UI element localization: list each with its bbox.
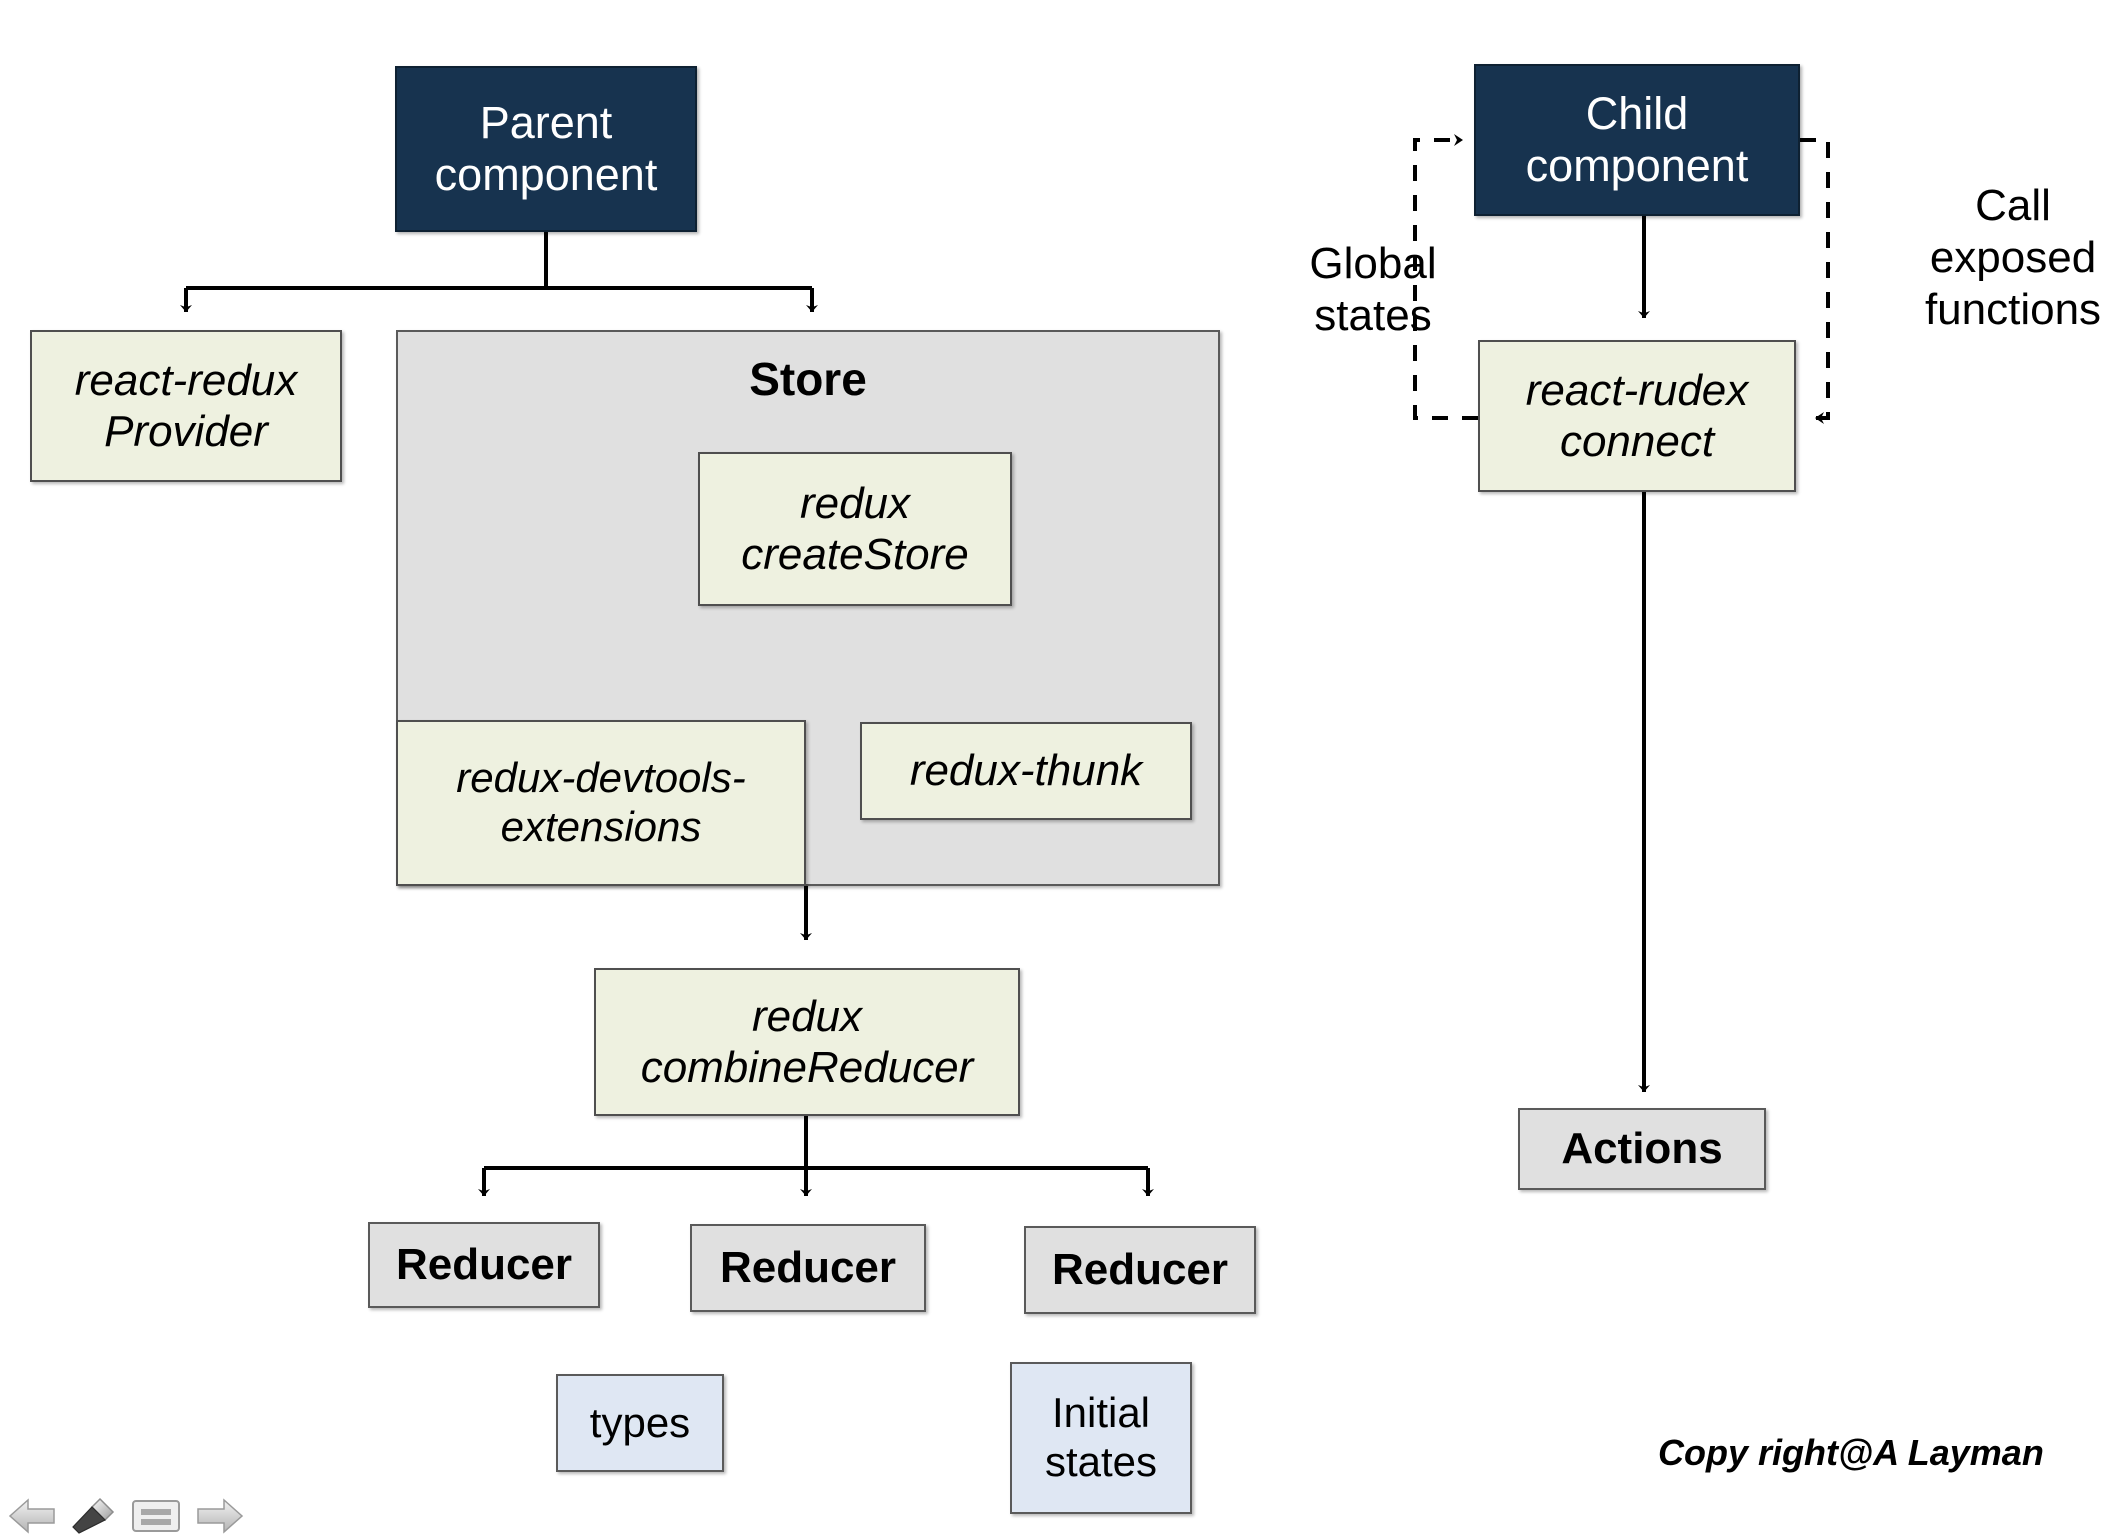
node-react-rudex-connect[interactable]: react-rudex connect <box>1478 340 1796 492</box>
node-child-component[interactable]: Child component <box>1474 64 1800 216</box>
node-react-redux-provider[interactable]: react-redux Provider <box>30 330 342 482</box>
presentation-toolbar[interactable] <box>8 1496 244 1538</box>
node-child-component-label: Child component <box>1525 87 1749 191</box>
node-redux-combine-reducer-label: redux combineReducer <box>640 991 974 1092</box>
node-types[interactable]: types <box>556 1374 724 1472</box>
node-redux-combine-reducer[interactable]: redux combineReducer <box>594 968 1020 1116</box>
node-redux-thunk[interactable]: redux-thunk <box>860 722 1192 820</box>
node-redux-devtools-extensions-label: redux-devtools- extensions <box>456 754 746 850</box>
node-redux-devtools-extensions[interactable]: redux-devtools- extensions <box>396 720 806 886</box>
node-parent-component[interactable]: Parent component <box>395 66 697 232</box>
copyright-text: Copy right@A Layman <box>1658 1432 2044 1473</box>
node-initial-states[interactable]: Initial states <box>1010 1362 1192 1514</box>
node-parent-component-label: Parent component <box>434 96 658 200</box>
forward-arrow-icon[interactable] <box>196 1496 244 1538</box>
menu-icon[interactable] <box>130 1496 182 1538</box>
node-reducer-3-label: Reducer <box>1051 1245 1229 1295</box>
edge-label-call-exposed-functions: Call exposed functions <box>1924 181 2102 334</box>
node-reducer-2[interactable]: Reducer <box>690 1224 926 1312</box>
node-react-redux-provider-label: react-redux Provider <box>74 355 298 456</box>
node-redux-create-store[interactable]: redux createStore <box>698 452 1012 606</box>
node-redux-create-store-label: redux createStore <box>741 478 969 579</box>
node-reducer-3[interactable]: Reducer <box>1024 1226 1256 1314</box>
node-reducer-2-label: Reducer <box>719 1243 897 1293</box>
back-arrow-icon[interactable] <box>8 1496 56 1538</box>
node-reducer-1-label: Reducer <box>395 1240 573 1290</box>
node-react-rudex-connect-label: react-rudex connect <box>1525 365 1749 466</box>
pen-icon[interactable] <box>70 1496 116 1538</box>
node-reducer-1[interactable]: Reducer <box>368 1222 600 1308</box>
node-initial-states-label: Initial states <box>1044 1389 1158 1485</box>
node-actions-label: Actions <box>1561 1124 1723 1174</box>
node-redux-thunk-label: redux-thunk <box>909 746 1143 796</box>
edge-label-global-states: Global states <box>1309 239 1437 340</box>
store-title: Store <box>749 353 867 405</box>
node-actions[interactable]: Actions <box>1518 1108 1766 1190</box>
node-types-label: types <box>589 1398 691 1446</box>
